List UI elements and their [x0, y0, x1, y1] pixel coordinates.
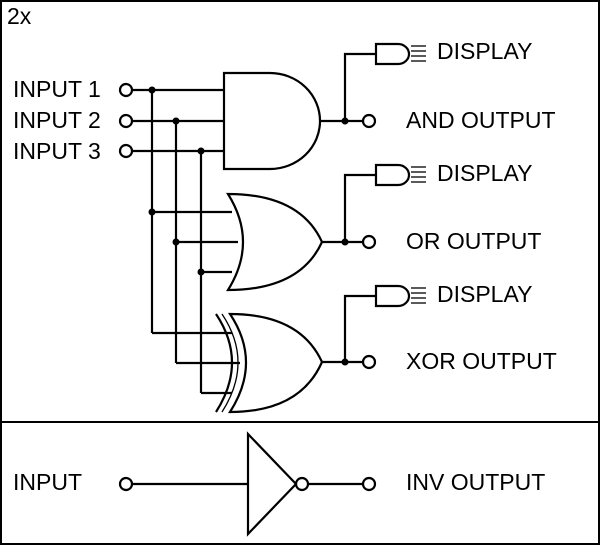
xor-gate — [227, 312, 324, 414]
display-1-icon — [374, 42, 426, 66]
and-gate — [222, 71, 322, 171]
input-2-label: INPUT 2 — [13, 107, 101, 133]
or-output-label: OR OUTPUT — [406, 228, 541, 254]
inv-input-terminal[interactable] — [118, 476, 134, 492]
inverter-gate — [246, 431, 298, 537]
input-1-label: INPUT 1 — [13, 76, 101, 102]
display-1-label: DISPLAY — [437, 38, 532, 64]
input-1-terminal[interactable] — [118, 82, 134, 98]
display-2-icon — [374, 163, 426, 187]
xor-output-terminal[interactable] — [361, 354, 377, 370]
scale-label: 2x — [7, 3, 32, 29]
input-3-label: INPUT 3 — [13, 138, 101, 164]
input-2-terminal[interactable] — [118, 113, 134, 129]
display-3-icon — [374, 284, 426, 308]
and-output-label: AND OUTPUT — [406, 107, 556, 133]
inv-input-label: INPUT — [13, 469, 82, 495]
or-gate — [226, 192, 324, 292]
or-output-terminal[interactable] — [361, 234, 377, 250]
display-3-label: DISPLAY — [437, 281, 532, 307]
bottom-panel — [0, 421, 600, 545]
inv-output-terminal[interactable] — [361, 476, 377, 492]
and-output-terminal[interactable] — [361, 113, 377, 129]
xor-output-label: XOR OUTPUT — [406, 348, 557, 374]
inv-output-label: INV OUTPUT — [406, 469, 545, 495]
input-3-terminal[interactable] — [118, 143, 134, 159]
display-2-label: DISPLAY — [437, 160, 532, 186]
